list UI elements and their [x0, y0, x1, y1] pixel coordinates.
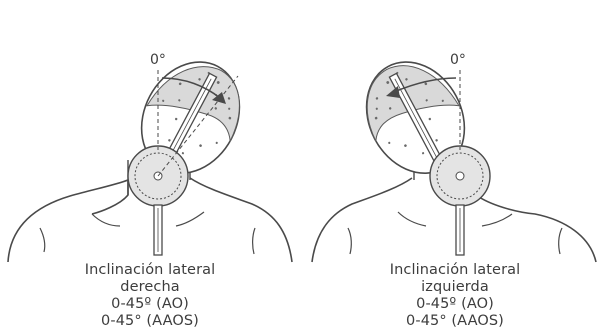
right-panel: 0° Inclinación lateral izquierda 0-45º (… — [300, 0, 605, 334]
right-caption-line2: izquierda — [340, 279, 570, 296]
left-caption-line1: Inclinación lateral — [35, 262, 265, 279]
torso-outline-right — [190, 178, 292, 262]
right-caption: Inclinación lateral izquierda 0-45º (AO)… — [340, 262, 570, 330]
right-zero-degree-label: 0° — [450, 52, 466, 68]
torso-outline — [8, 180, 128, 262]
torso-outline-right — [476, 180, 596, 262]
right-caption-line1: Inclinación lateral — [340, 262, 570, 279]
left-caption-line4: 0-45° (AAOS) — [35, 313, 265, 330]
torso-outline — [312, 178, 412, 262]
left-caption: Inclinación lateral derecha 0-45º (AO) 0… — [35, 262, 265, 330]
right-caption-line3: 0-45º (AO) — [340, 296, 570, 313]
left-panel: 0° Inclinación lateral derecha 0-45º (AO… — [0, 0, 300, 334]
left-caption-line3: 0-45º (AO) — [35, 296, 265, 313]
left-zero-degree-label: 0° — [150, 52, 166, 68]
right-caption-line4: 0-45° (AAOS) — [340, 313, 570, 330]
left-caption-line2: derecha — [35, 279, 265, 296]
